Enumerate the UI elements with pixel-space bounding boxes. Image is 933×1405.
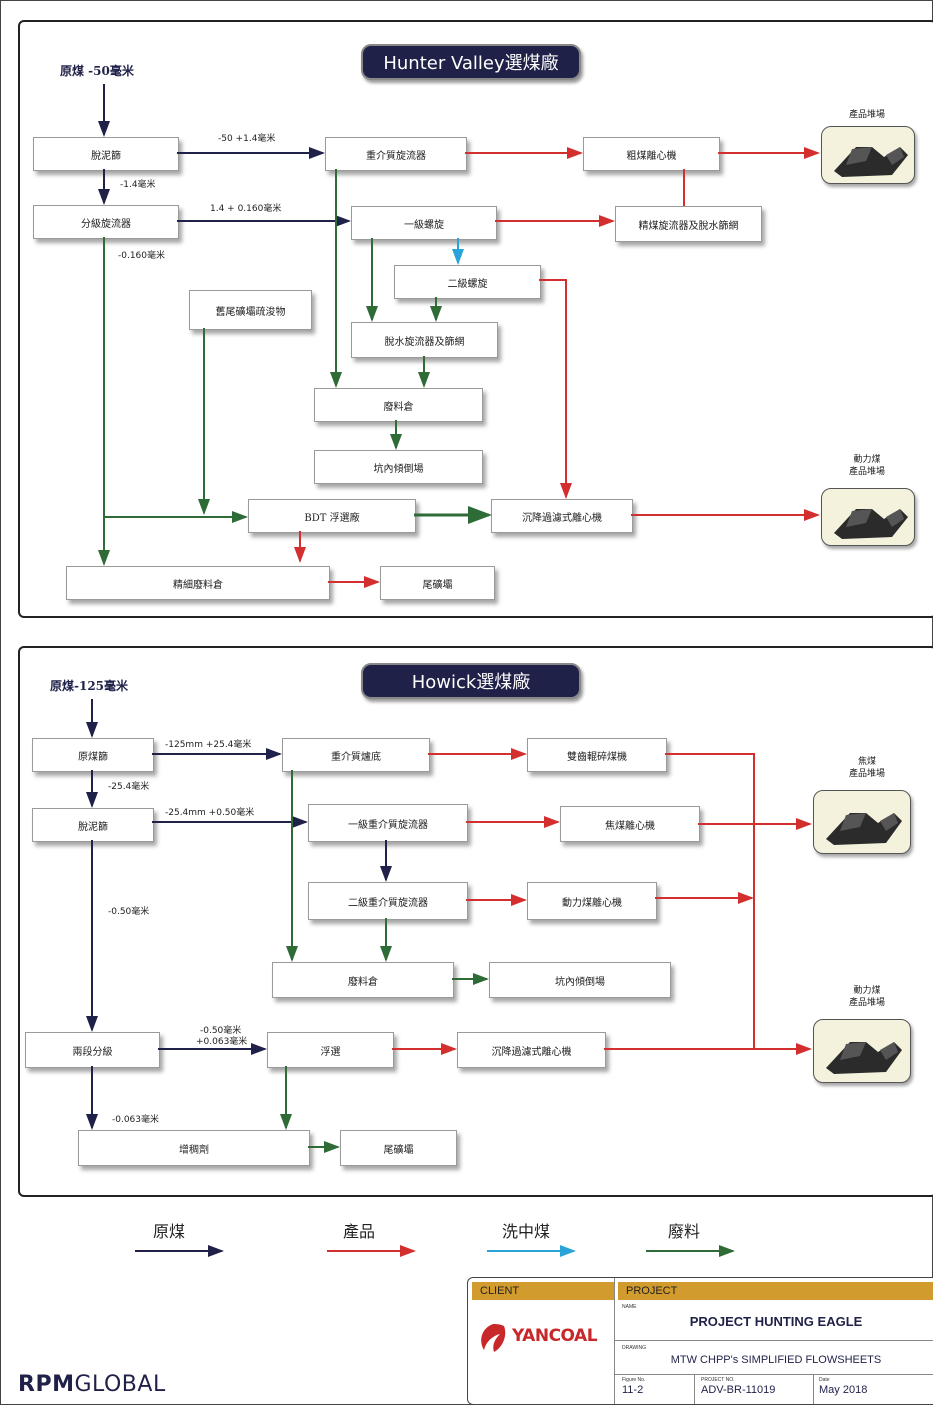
hv-tailings-dam: 尾礦壩 xyxy=(380,566,495,600)
rpm-global-logo: RPMGLOBAL xyxy=(18,1372,166,1397)
howick-panel xyxy=(18,646,933,1197)
coal-pile-icon xyxy=(826,1042,902,1074)
hw-deslime-screen: 脫泥篩 xyxy=(32,808,154,842)
coal-pile-icon xyxy=(826,813,902,845)
hw-thermal-stockpile-label-1: 動力煤 xyxy=(853,986,881,996)
hw-label-0063-plus: +0.063毫米 xyxy=(196,1037,248,1047)
hv-thermal-stockpile-label-1: 動力煤 xyxy=(853,455,881,465)
hw-thermal-stockpile xyxy=(813,1019,911,1083)
rpm-logo-bold: RPM xyxy=(18,1372,75,1397)
project-no-label: PROJECT No. xyxy=(701,1377,735,1383)
legend-raw-coal: 原煤 xyxy=(153,1222,186,1241)
hv-label-14: -1.4毫米 xyxy=(120,180,156,190)
hv-thermal-stockpile-label-2: 產品堆場 xyxy=(848,467,885,477)
hv-bdt-flotation: BDT 浮選廠 xyxy=(248,499,416,533)
client-logo: YANCOAL xyxy=(476,1316,606,1362)
hv-fine-cyclone-screen: 精煤旋流器及脫水篩網 xyxy=(615,206,762,242)
legend-reject: 廢料 xyxy=(668,1222,701,1241)
hw-reject-bin: 廢料倉 xyxy=(272,962,454,998)
hv-dm-cyclone: 重介質旋流器 xyxy=(325,137,467,171)
howick-feed-label: 原煤-125毫米 xyxy=(50,679,129,693)
hv-dewater-cyclone-screen: 脫水旋流器及篩網 xyxy=(351,322,498,358)
hw-thickener: 增稠劑 xyxy=(78,1130,310,1166)
hw-pit-dump: 坑內傾倒場 xyxy=(489,962,671,998)
coal-pile-icon xyxy=(834,147,908,177)
hw-label-0063: -0.063毫米 xyxy=(112,1115,160,1125)
project-label: PROJECT xyxy=(618,1282,933,1300)
hv-reject-bin: 廢料倉 xyxy=(314,388,483,422)
hv-old-tailings-dredge: 舊尾礦壩疏浚物 xyxy=(189,290,312,330)
title-block: CLIENT YANCOAL PROJECT NAME PROJECT HUNT… xyxy=(467,1277,933,1405)
legend-product: 產品 xyxy=(343,1222,376,1241)
hw-label-254-050: -25.4mm +0.50毫米 xyxy=(165,808,255,818)
yancoal-logo-icon xyxy=(481,1324,506,1352)
hw-label-050b: -0.50毫米 xyxy=(200,1026,242,1036)
figure-label: Figure No. xyxy=(622,1377,646,1383)
hv-thermal-stockpile xyxy=(821,488,915,546)
hv-classifying-cyclone: 分級旋流器 xyxy=(33,205,179,239)
hw-coking-centrifuge: 焦煤離心機 xyxy=(560,806,700,842)
hv-secondary-spiral: 二級螺旋 xyxy=(394,265,541,299)
hv-pit-dump: 坑內傾倒場 xyxy=(314,450,483,484)
hw-screen-bowl-centrifuge: 沉降過濾式離心機 xyxy=(457,1032,606,1068)
hunter-valley-title: Hunter Valley選煤廠 xyxy=(361,44,581,80)
legend-middlings: 洗中煤 xyxy=(502,1222,551,1241)
hv-label-14-016: 1.4 + 0.160毫米 xyxy=(210,204,282,214)
hv-product-stockpile-label: 產品堆場 xyxy=(848,110,885,120)
hw-coking-stockpile xyxy=(813,790,911,854)
hw-coking-stockpile-label-2: 產品堆場 xyxy=(848,769,885,779)
date-label: Date xyxy=(819,1377,830,1383)
hw-thermal-centrifuge: 動力煤離心機 xyxy=(527,882,657,920)
hv-label-016: -0.160毫米 xyxy=(118,251,166,261)
howick-title: Howick選煤廠 xyxy=(361,663,581,699)
hv-label-50-14: -50 +1.4毫米 xyxy=(218,134,276,144)
hw-primary-dm-cyclone: 一級重介質旋流器 xyxy=(308,804,468,842)
project-no: ADV-BR-11019 xyxy=(701,1384,776,1396)
hv-screen-bowl-centrifuge: 沉降過濾式離心機 xyxy=(491,499,633,533)
figure-no: 11-2 xyxy=(622,1384,644,1396)
hw-label-254: -25.4毫米 xyxy=(108,782,150,792)
hv-feed-label: 原煤 -50毫米 xyxy=(60,64,134,78)
hv-deslime-screen: 脫泥篩 xyxy=(33,137,179,171)
hw-two-stage-classify: 兩段分級 xyxy=(25,1032,160,1068)
hw-secondary-dm-cyclone: 二級重介質旋流器 xyxy=(308,882,468,920)
hv-product-stockpile xyxy=(821,126,915,184)
hw-dm-bath: 重介質爐底 xyxy=(282,738,430,772)
coal-pile-icon xyxy=(834,509,908,539)
project-name: PROJECT HUNTING EAGLE xyxy=(689,1314,863,1329)
hw-label-050: -0.50毫米 xyxy=(108,907,150,917)
hw-label-125-254: -125mm +25.4毫米 xyxy=(165,740,252,750)
drawing-name: MTW CHPP's SIMPLIFIED FLOWSHEETS xyxy=(670,1354,882,1366)
rpm-logo-global: GLOBAL xyxy=(74,1372,166,1397)
hw-coking-stockpile-label-1: 焦煤 xyxy=(857,757,876,767)
hw-tailings-dam: 尾礦壩 xyxy=(340,1130,457,1166)
hw-thermal-stockpile-label-2: 產品堆場 xyxy=(848,998,885,1008)
hv-fine-reject-bin: 精細廢料倉 xyxy=(66,566,330,600)
client-label: CLIENT xyxy=(472,1282,614,1300)
hv-primary-spiral: 一級螺旋 xyxy=(351,206,497,240)
drawing-label: DRAWING xyxy=(622,1345,646,1351)
date-value: May 2018 xyxy=(819,1384,868,1396)
hw-raw-screen: 原煤篩 xyxy=(32,738,154,772)
hw-double-roll-crusher: 雙齒輥碎煤機 xyxy=(527,738,667,772)
name-label: NAME xyxy=(622,1304,637,1310)
client-logo-text: YANCOAL xyxy=(512,1326,598,1346)
